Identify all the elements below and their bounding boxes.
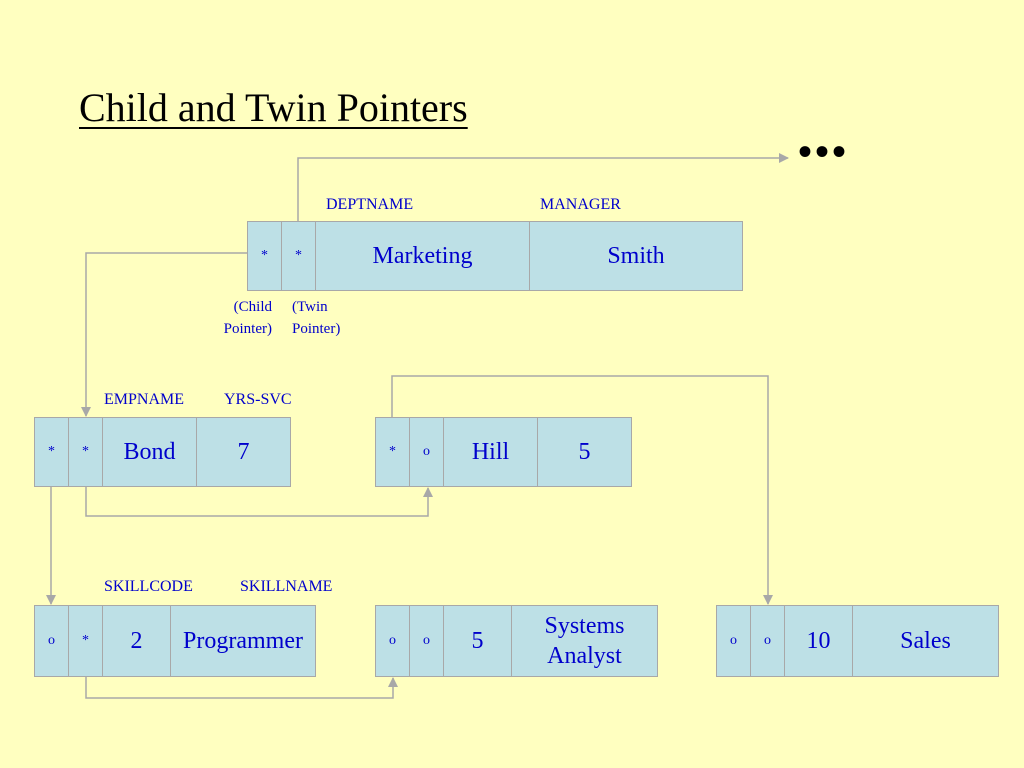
record-sales: o o 10 Sales xyxy=(716,605,999,677)
manager-value: Smith xyxy=(607,243,665,269)
yrs-svc-value: 7 xyxy=(237,439,250,465)
label-manager: MANAGER xyxy=(540,196,621,213)
twin-pointer-cell: o xyxy=(410,418,444,486)
child-pointer-cell: * xyxy=(376,418,410,486)
page-title: Child and Twin Pointers xyxy=(79,85,468,130)
ellipsis: ••• xyxy=(798,129,850,174)
child-pointer-arrow-marketing xyxy=(81,252,264,417)
record-marketing: * * Marketing Smith xyxy=(247,221,743,291)
deptname-value: Marketing xyxy=(316,222,530,290)
record-systems-analyst: o o 5 Systems Analyst xyxy=(375,605,658,677)
twin-pointer-cell: * xyxy=(69,418,103,486)
skillcode-value: 2 xyxy=(103,606,171,676)
twin-pointer-cell: o xyxy=(410,606,444,676)
skillcode-value: 5 xyxy=(444,606,512,676)
label-skillname: SKILLNAME xyxy=(240,578,333,595)
record-programmer: o * 2 Programmer xyxy=(34,605,316,677)
child-pointer-cell: * xyxy=(35,418,69,486)
skillname-value: Sales xyxy=(900,628,951,654)
label-empname: EMPNAME xyxy=(104,391,185,408)
note-child-pointer: (Child Pointer) xyxy=(223,299,272,337)
label-yrs-svc: YRS-SVC xyxy=(224,391,292,408)
child-pointer-cell: o xyxy=(717,606,751,676)
skillcode-value: 10 xyxy=(785,606,853,676)
empname-value: Bond xyxy=(103,418,197,486)
record-bond: * * Bond 7 xyxy=(34,417,291,487)
twin-pointer-cell: * xyxy=(282,222,316,290)
child-pointer-cell: o xyxy=(376,606,410,676)
twin-pointer-cell: * xyxy=(69,606,103,676)
label-skillcode: SKILLCODE xyxy=(104,578,193,595)
note-twin-pointer: (Twin Pointer) xyxy=(292,299,341,337)
record-hill: * o Hill 5 xyxy=(375,417,632,487)
twin-pointer-arrow-bond xyxy=(85,460,433,517)
child-pointer-cell: o xyxy=(35,606,69,676)
skillname-value: Programmer xyxy=(183,628,303,654)
label-deptname: DEPTNAME xyxy=(326,196,414,213)
child-pointer-cell: * xyxy=(248,222,282,290)
child-pointer-arrow-hill xyxy=(391,375,773,605)
twin-pointer-cell: o xyxy=(751,606,785,676)
empname-value: Hill xyxy=(444,418,538,486)
yrs-svc-value: 5 xyxy=(578,439,591,465)
skillname-value: Systems Analyst xyxy=(544,613,625,669)
